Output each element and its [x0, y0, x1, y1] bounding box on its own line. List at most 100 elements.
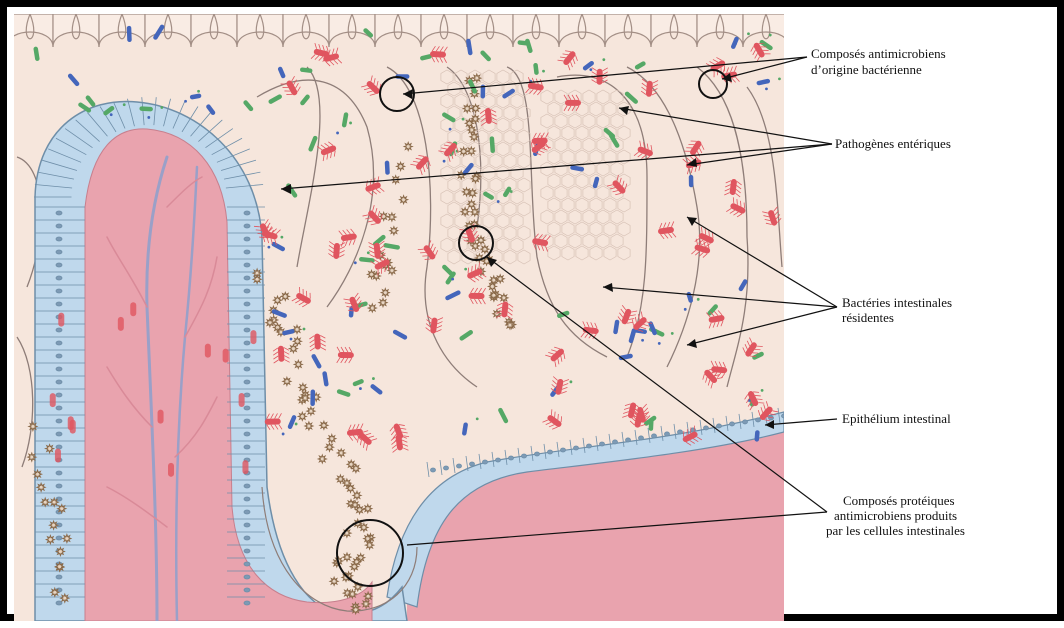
- cell-nucleus: [483, 460, 488, 464]
- cell-nucleus: [244, 484, 250, 488]
- cell-nucleus: [244, 315, 250, 319]
- antimicrobial-peptide-icon: [326, 443, 334, 451]
- cell-nucleus: [56, 536, 62, 540]
- antimicrobial-peptide-icon: [34, 470, 42, 478]
- antimicrobial-peptide-icon: [397, 162, 405, 170]
- cell-nucleus: [244, 406, 250, 410]
- crypt-illustration: Composés antimicrobiens d’origine bactér…: [7, 7, 1064, 628]
- antimicrobial-peptide-icon: [56, 548, 64, 556]
- cell-nucleus: [613, 440, 618, 444]
- antimicrobial-peptide-icon: [460, 147, 468, 155]
- cell-nucleus: [244, 523, 250, 527]
- antimicrobial-peptide-icon: [472, 175, 480, 183]
- cell-nucleus: [678, 430, 683, 434]
- cell-nucleus: [244, 302, 250, 306]
- antimicrobial-peptide-icon: [352, 465, 360, 473]
- cell-nucleus: [56, 289, 62, 293]
- bacteria-dot: [280, 236, 283, 239]
- cell-nucleus: [56, 393, 62, 397]
- bacteria-dot: [747, 32, 750, 35]
- cell-nucleus: [56, 237, 62, 241]
- bacteria-dot: [761, 389, 764, 392]
- pathogen-icon: [55, 449, 61, 463]
- cell-nucleus: [756, 418, 761, 422]
- antimicrobial-peptide-icon: [496, 275, 504, 283]
- cell-nucleus: [56, 302, 62, 306]
- bacteria-dot: [449, 128, 452, 131]
- antimicrobial-peptide-icon: [470, 133, 478, 141]
- bacteria-dot: [734, 42, 737, 45]
- cell-nucleus: [56, 432, 62, 436]
- mucus-cell: [789, 14, 835, 47]
- label-protein-compounds-line1: Composés protéiques: [843, 493, 955, 508]
- cell-nucleus: [244, 289, 250, 293]
- pathogen-icon: [70, 420, 76, 434]
- antimicrobial-peptide-icon: [468, 200, 476, 208]
- antimicrobial-peptide-icon: [360, 524, 368, 532]
- cell-nucleus: [56, 601, 62, 605]
- bacteria-dot: [671, 332, 674, 335]
- antimicrobial-peptide-icon: [493, 310, 501, 318]
- pathogen-icon: [168, 463, 174, 477]
- cell-nucleus: [56, 380, 62, 384]
- callout-labels: Composés antimicrobiens d’origine bactér…: [811, 46, 965, 538]
- bacteria-dot: [147, 116, 150, 119]
- label-resident-bacteria-line1: Bactéries intestinales: [842, 295, 952, 310]
- antimicrobial-peptide-icon: [61, 594, 69, 602]
- bacteria-rod-icon: [689, 175, 694, 188]
- antimicrobial-peptide-icon: [266, 319, 274, 327]
- label-epithelium: Epithélium intestinal: [842, 411, 951, 426]
- antimicrobial-peptide-icon: [274, 296, 282, 304]
- cell-nucleus: [470, 462, 475, 466]
- antimicrobial-peptide-icon: [253, 275, 261, 283]
- cell-nucleus: [56, 250, 62, 254]
- bacteria-dot: [303, 328, 306, 331]
- antimicrobial-peptide-icon: [388, 213, 396, 221]
- cell-nucleus: [244, 497, 250, 501]
- antimicrobial-peptide-icon: [368, 304, 376, 312]
- antimicrobial-peptide-icon: [463, 105, 471, 113]
- bacteria-dot: [641, 339, 644, 342]
- antimicrobial-peptide-icon: [305, 422, 313, 430]
- cell-nucleus: [522, 454, 527, 458]
- pathogen-icon: [223, 349, 229, 363]
- antimicrobial-peptide-icon: [50, 521, 58, 529]
- cell-nucleus: [244, 367, 250, 371]
- antimicrobial-peptide-icon: [366, 541, 374, 549]
- antimicrobial-peptide-icon: [50, 498, 58, 506]
- bacteria-dot: [354, 261, 357, 264]
- antimicrobial-peptide-icon: [301, 394, 309, 402]
- antimicrobial-peptide-icon: [461, 208, 469, 216]
- cell-nucleus: [244, 419, 250, 423]
- antimicrobial-peptide-icon: [307, 407, 315, 415]
- antimicrobial-peptide-icon: [500, 294, 508, 302]
- bacteria-dot: [295, 423, 298, 426]
- bacteria-dot: [372, 377, 375, 380]
- bacteria-dot: [542, 70, 545, 73]
- antimicrobial-peptide-icon: [472, 104, 480, 112]
- antimicrobial-peptide-icon: [379, 299, 387, 307]
- antimicrobial-peptide-icon: [388, 267, 396, 275]
- bacteria-dot: [290, 338, 293, 341]
- bacteria-dot: [160, 106, 163, 109]
- bacteria-rod-icon: [310, 389, 315, 406]
- cell-nucleus: [244, 224, 250, 228]
- bacteria-rod-icon: [385, 161, 390, 175]
- antimicrobial-peptide-icon: [330, 577, 338, 585]
- antimicrobial-peptide-icon: [368, 270, 376, 278]
- antimicrobial-peptide-icon: [337, 449, 345, 457]
- antimicrobial-peptide-icon: [37, 483, 45, 491]
- cell-nucleus: [56, 484, 62, 488]
- bacteria-dot: [658, 342, 661, 345]
- antimicrobial-peptide-icon: [328, 435, 336, 443]
- pathogen-icon: [118, 317, 124, 331]
- cell-nucleus: [56, 367, 62, 371]
- cell-nucleus: [56, 419, 62, 423]
- cell-nucleus: [244, 237, 250, 241]
- cell-nucleus: [730, 422, 735, 426]
- antimicrobial-peptide-icon: [29, 423, 37, 431]
- label-resident-bacteria-line2: résidentes: [842, 310, 894, 325]
- antimicrobial-peptide-icon: [294, 360, 302, 368]
- antimicrobial-peptide-icon: [490, 291, 498, 299]
